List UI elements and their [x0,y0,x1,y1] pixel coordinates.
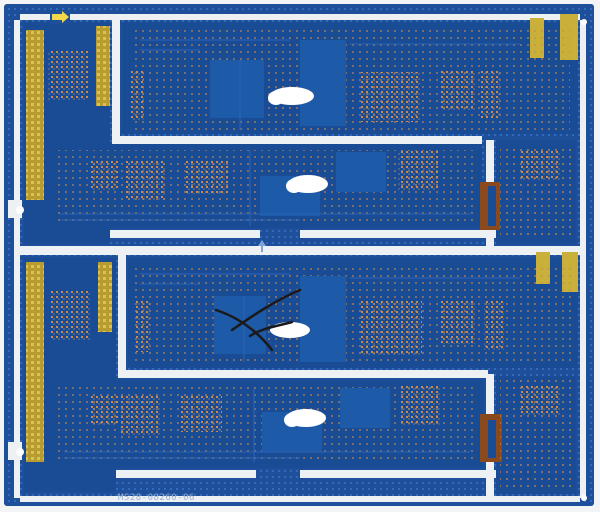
pcb-board-top [24,14,578,244]
tooling-holes [16,19,587,501]
pcb-board-bottom [24,252,578,494]
black-marker-strokes [214,288,302,352]
arrow-up-icon [258,240,266,252]
arrow-right-icon [50,10,70,24]
panel-silkscreen-label: MS28-08260-06 [118,493,195,503]
